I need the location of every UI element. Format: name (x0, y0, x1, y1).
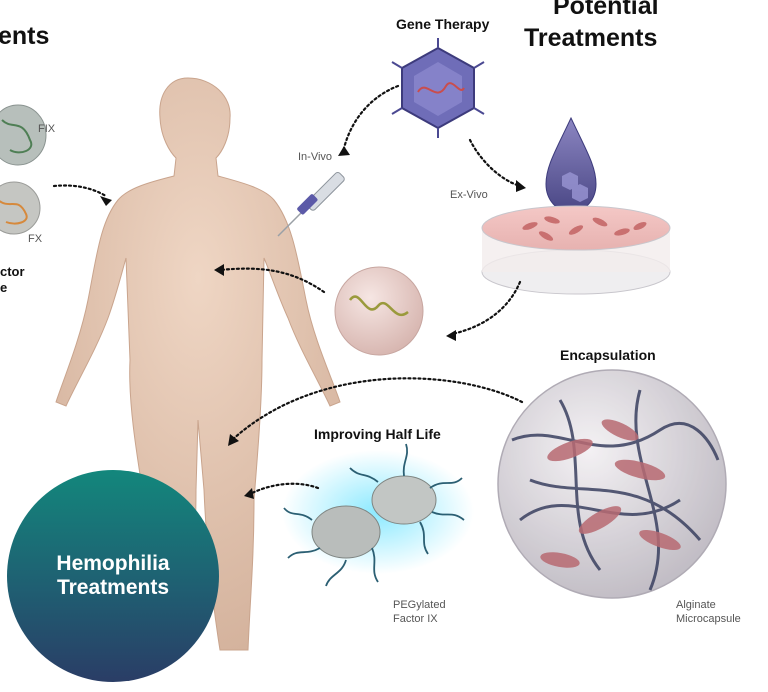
viral-vector-icon (392, 38, 484, 138)
label-left-partial-2: e (0, 280, 7, 295)
hemophilia-treatments-badge: Hemophilia Treatments (7, 470, 219, 682)
label-factor-ix: Factor IX (393, 612, 438, 626)
label-fix: FIX (38, 122, 55, 136)
label-improving-half-life: Improving Half Life (314, 426, 441, 442)
droplet-icon (546, 118, 596, 212)
heading-treatments: Treatments (524, 24, 657, 52)
alginate-microcapsule-icon (498, 370, 726, 598)
badge-line-2: Treatments (57, 576, 169, 600)
label-alginate: Alginate (676, 598, 716, 612)
syringe-icon (278, 171, 346, 236)
label-pegylated: PEGylated (393, 598, 446, 612)
pegylated-factor-ix-icon (282, 444, 474, 586)
heading-left-partial: ents (0, 22, 49, 50)
label-left-partial-1: ctor (0, 264, 25, 279)
label-microcapsule: Microcapsule (676, 612, 741, 626)
factor-protein-fx (0, 182, 40, 234)
label-encapsulation: Encapsulation (560, 347, 656, 363)
label-in-vivo: In-Vivo (298, 150, 332, 164)
heading-potential: Potential (553, 0, 659, 20)
label-ex-vivo: Ex-Vivo (450, 188, 488, 202)
label-fx: FX (28, 232, 42, 246)
modified-cell-icon (335, 267, 423, 355)
badge-line-1: Hemophilia (56, 552, 169, 576)
label-gene-therapy: Gene Therapy (396, 16, 489, 32)
petri-dish-icon (482, 206, 670, 294)
